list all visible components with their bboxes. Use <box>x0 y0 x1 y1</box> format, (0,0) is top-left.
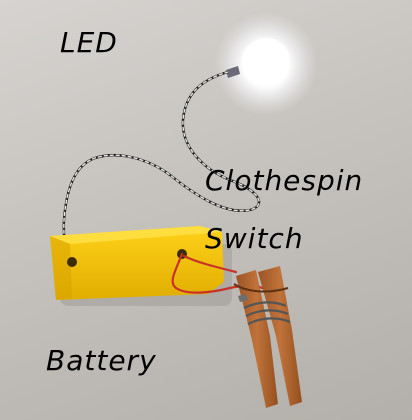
led-bulb <box>226 66 240 78</box>
label-switch: Switch <box>205 222 304 255</box>
battery-case <box>50 226 224 300</box>
label-battery: Battery <box>46 344 157 377</box>
clothespin <box>233 266 302 408</box>
led-glow <box>214 12 318 116</box>
label-clothespin: Clothespin <box>205 164 364 197</box>
twisted-wire <box>62 70 261 264</box>
label-led: LED <box>60 26 118 59</box>
